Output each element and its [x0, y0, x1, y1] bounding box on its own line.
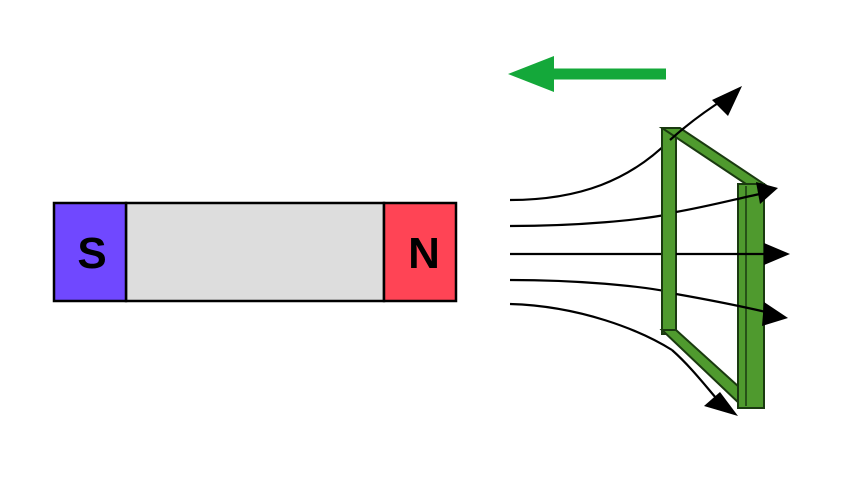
field-lines-front — [669, 86, 790, 416]
magnet-south-pole — [52, 201, 128, 303]
field-line-2-back — [509, 212, 671, 228]
loop-top-bar — [658, 127, 768, 185]
motion-arrow — [508, 56, 666, 92]
conducting-loop — [658, 127, 768, 409]
south-pole-label: S — [77, 229, 106, 278]
magnet-body — [124, 201, 386, 303]
field-line-5-back — [509, 302, 673, 351]
field-line-3-arrowhead — [764, 243, 790, 265]
field-line-1-back — [509, 139, 671, 202]
field-line-4-front — [675, 292, 767, 314]
loop-back-bar — [661, 127, 677, 335]
field-line-5-front — [671, 349, 717, 399]
bar-magnet: S N — [52, 201, 458, 303]
field-line-1-arrowhead — [712, 86, 742, 116]
magnet-north-pole — [382, 201, 458, 303]
loop-front-bar — [737, 183, 765, 409]
field-line-4-back — [509, 278, 671, 294]
field-line-2-front — [675, 192, 761, 214]
field-line-5-arrowhead — [704, 392, 738, 416]
field-line-4-arrowhead — [762, 302, 788, 326]
north-pole-label: N — [408, 229, 440, 278]
field-lines-back — [509, 139, 673, 351]
field-line-2-arrowhead — [756, 182, 778, 204]
motion-arrow-head — [508, 56, 554, 92]
